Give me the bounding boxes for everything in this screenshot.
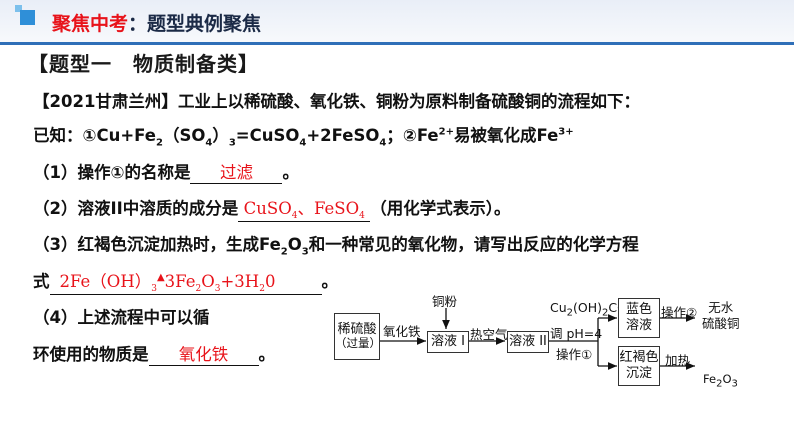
eq1-sub: 4 (299, 137, 307, 149)
flow-product-fe2o3: Fe2O3 (703, 372, 738, 389)
flow-label-operation-1: 操作① (556, 347, 593, 362)
q3-prefix: 式 (33, 272, 50, 291)
eq1-part: ； (386, 126, 403, 145)
flow-reagent-part: Cu (550, 300, 567, 315)
flow-box-red-brown-precipitate: 红褐色 沉淀 (618, 346, 660, 386)
q2-text: （2）溶液II中溶质的成分是 (33, 199, 239, 218)
header-title: 聚焦中考：题型典例聚焦 (52, 9, 261, 36)
q2-answer-sub: 4 (291, 211, 298, 221)
known-prefix: 已知： (33, 126, 83, 145)
flow-label-iron-oxide: 氧化铁 (383, 324, 421, 339)
q3-answer-part: 3Fe (164, 272, 196, 291)
eq1-part: +2FeSO (306, 126, 380, 145)
flow-product-label: 无水 (708, 300, 734, 315)
square-logo-icon (20, 10, 35, 25)
question-intro: 工业上以稀硫酸、氧化铁、铜粉为原料制备硫酸铜的流程如下： (177, 92, 640, 111)
q3-answer-sub: 2 (195, 284, 202, 294)
flow-product-sub: 3 (731, 378, 738, 390)
question-source: 【2021甘肃兰州】 (33, 92, 178, 111)
eq1-part: （SO (162, 126, 206, 145)
flow-box-label: 蓝色 (625, 302, 652, 318)
q3-line1: （3）红褐色沉淀加热时，生成Fe2O3和一种常见的氧化物，请写出反应的化学方程 (33, 231, 639, 257)
q3-end: 。 (321, 272, 339, 291)
flow-box-solution-2: 溶液 II (507, 331, 549, 353)
q2-answer-part: CuSO (243, 199, 292, 218)
eq1-sub: 4 (205, 137, 213, 149)
flow-box-label: （过量） (335, 336, 381, 351)
q4-line1: （4）上述流程中可以循 (33, 308, 210, 327)
eq2-sup: 3+ (558, 126, 574, 138)
flow-box-label: 稀硫酸 (337, 321, 377, 337)
q3-answer-sub: 2 (259, 284, 265, 294)
eq1-mark: ① (82, 126, 97, 145)
q2-answer-sub: 4 (359, 211, 365, 221)
q3-sub: 2 (280, 246, 288, 258)
flow-label-adjust-ph: 调 pH=4 (550, 326, 603, 341)
eq2-sup: 2+ (438, 126, 454, 138)
eq1-sub: 3 (228, 137, 236, 149)
flow-product-part: O (722, 372, 732, 386)
flow-label-copper-powder: 铜粉 (432, 294, 458, 309)
flow-box-label: 沉淀 (625, 366, 652, 381)
q3-text: 和一种常见的氧化物，请写出反应的化学方程 (308, 235, 639, 254)
q3-answer-part: +3H (220, 272, 260, 291)
q1-line: （1）操作①的名称是过滤。 (33, 159, 299, 184)
flow-reagent-part: (OH) (573, 300, 603, 315)
flow-label-heat: 加热 (665, 353, 691, 368)
eq2-part: Fe (416, 126, 439, 145)
eq1-sub: 2 (155, 137, 163, 149)
flow-box-blue-solution: 蓝色 溶液 (618, 298, 660, 338)
q2-answer[interactable]: CuSO4、FeSO4 (238, 195, 371, 222)
section-title: 【题型一 物质制备类】 (28, 52, 259, 76)
flow-reagent-sub: 2 (602, 307, 609, 319)
eq1-part: Cu+Fe (96, 126, 156, 145)
q4-end: 。 (258, 345, 276, 364)
q3-answer-sub: 3 (151, 284, 157, 294)
q1-text: （1）操作①的名称是 (33, 163, 191, 182)
eq2-part: 易被氧化成Fe (453, 126, 559, 145)
known-line: 已知：①Cu+Fe2（SO4）3=CuSO4+2FeSO4；②Fe2+易被氧化成… (33, 122, 574, 148)
eq1-part: =CuSO (235, 126, 300, 145)
q4-answer[interactable]: 氧化铁 (148, 341, 259, 366)
q3-sub: 3 (301, 246, 309, 258)
flow-box-label: 红褐色 (619, 350, 659, 366)
q1-end: 。 (282, 163, 299, 182)
q4-text: 环使用的物质是 (33, 345, 149, 364)
q2-answer-part: 、FeSO (297, 199, 360, 218)
q3-text: O (287, 235, 302, 254)
q3-text: （3）红褐色沉淀加热时，生成Fe (33, 235, 281, 254)
flow-product-label: 硫酸铜 (702, 316, 740, 332)
flow-box-dilute-sulfuric-acid: 稀硫酸 （过量） (334, 313, 381, 360)
flow-box-solution-1: 溶液 I (427, 331, 469, 353)
q3-answer-part: 2Fe（OH） (59, 272, 152, 291)
eq1-part: ） (212, 126, 229, 145)
flow-product-part: Fe (703, 372, 717, 386)
q3-answer-part: O (201, 272, 215, 291)
square-logo-icon-small (15, 5, 22, 12)
flow-product-sub: 2 (716, 378, 723, 390)
flow-label-operation-2: 操作② (661, 305, 698, 320)
q4-line2: 环使用的物质是氧化铁。 (33, 341, 275, 366)
flow-box-label: 溶液 (625, 318, 652, 333)
question-intro-line: 【2021甘肃兰州】工业上以稀硫酸、氧化铁、铜粉为原料制备硫酸铜的流程如下： (33, 88, 640, 112)
header-rest: ：题型典例聚焦 (128, 13, 262, 35)
q3-answer-part: 0 (264, 272, 276, 291)
eq2-mark: ② (402, 126, 417, 145)
flow-product-anhydrous-cuso4: 无水 硫酸铜 (702, 300, 740, 333)
q3-answer[interactable]: 2Fe（OH）3▲3Fe2O3+3H20 (49, 268, 322, 295)
flame-icon: ▲ (156, 272, 165, 283)
q2-end: （用化学式表示）。 (370, 199, 511, 218)
header-band: 聚焦中考：题型典例聚焦 (0, 0, 794, 45)
flow-label-hot-air: 热空气 (470, 327, 508, 342)
flow-reagent-sub: 2 (566, 307, 574, 319)
q3-answer-sub: 3 (214, 284, 221, 294)
q1-answer[interactable]: 过滤 (190, 159, 283, 184)
eq1-sub: 4 (379, 137, 387, 149)
header-highlight: 聚焦中考 (52, 13, 129, 35)
